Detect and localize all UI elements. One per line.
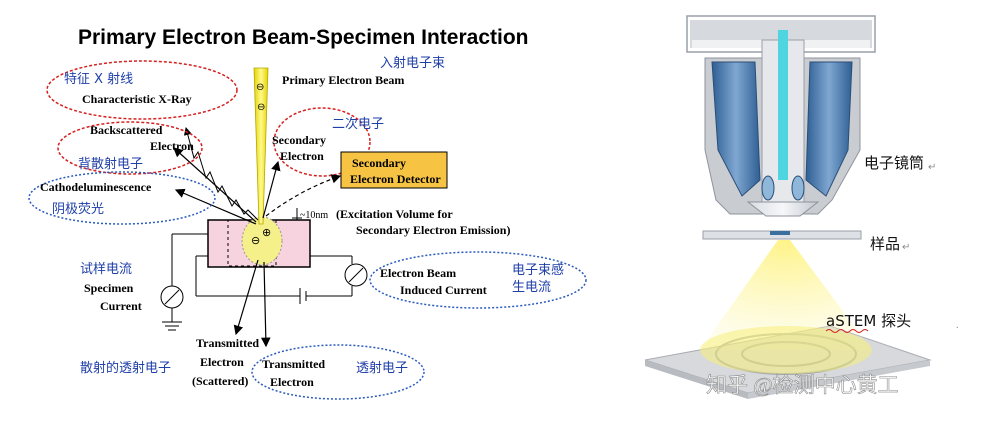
minus-charge: ⊖ xyxy=(251,235,260,247)
backscattered-en-1: Backscattered xyxy=(90,123,163,137)
specimen-current-cn: 试样电流 xyxy=(80,262,132,277)
cathodo-cn: 阴极荧光 xyxy=(52,202,104,217)
transmitted-scattered-3: (Scattered) xyxy=(192,374,248,388)
interaction-volume xyxy=(241,216,283,266)
cathodo-arrow xyxy=(174,188,257,225)
sample xyxy=(702,230,862,240)
primary-beam: ⊖ ⊖ xyxy=(253,67,269,225)
xray-ellipse xyxy=(46,60,238,120)
excitation-label-2: Secondary Electron Emission) xyxy=(356,223,510,237)
detector-label-1: Secondary xyxy=(352,156,406,170)
secondary-en-1: Secondary xyxy=(272,133,326,147)
secondary-ellipse xyxy=(273,107,371,177)
excitation-label-1: (Excitation Volume for xyxy=(336,207,453,221)
xray-en: Characteristic X-Ray xyxy=(82,92,192,106)
electron-column xyxy=(686,15,876,217)
cathodo-en: Cathodeluminescence xyxy=(40,180,152,194)
secondary-en-2: Electron xyxy=(280,149,324,163)
ebic-en-1: Electron Beam xyxy=(380,266,456,280)
backscattered-cn: 背散射电子 xyxy=(78,156,143,172)
ebic-cn-1: 电子束感 xyxy=(512,262,564,278)
scattered-transmitted-cn: 散射的透射电子 xyxy=(80,360,171,376)
transmitted-scattered-1: Transmitted xyxy=(196,336,259,350)
detector-box xyxy=(340,151,448,189)
specimen-block: ⊖ ⊕ xyxy=(207,216,311,268)
xray-path xyxy=(183,127,259,221)
ebic-cn-2: 生电流 xyxy=(512,280,551,295)
transmitted-cn: 透射电子 xyxy=(356,360,408,376)
backscattered-ellipse xyxy=(57,121,203,175)
transmitted-scattered-arrow xyxy=(233,259,259,336)
secondary-arrow xyxy=(262,160,281,219)
ebic-ellipse xyxy=(369,251,587,309)
transmitted-arrow xyxy=(261,261,271,348)
spellcheck-underline xyxy=(825,329,869,333)
transmitted-en-1: Transmitted xyxy=(262,357,325,371)
sample-label: 样品 xyxy=(870,235,900,253)
svg-text:.: . xyxy=(956,320,959,331)
transmitted-scattered-2: Electron xyxy=(200,355,244,369)
primary-beam-label: Primary Electron Beam xyxy=(282,73,404,87)
cathodo-ellipse xyxy=(28,171,216,225)
svg-text:⊖: ⊖ xyxy=(256,82,264,93)
specimen-circuit xyxy=(160,233,208,331)
depth-label: ~10nm xyxy=(300,210,328,221)
detector-label-2: Electron Detector xyxy=(350,172,441,186)
ebic-en-2: Induced Current xyxy=(400,283,487,297)
xray-cn: 特征 X 射线 xyxy=(64,71,133,87)
specimen-current-2: Current xyxy=(100,299,142,313)
astem-detector xyxy=(644,240,932,399)
transmitted-ellipse xyxy=(251,344,425,400)
transmitted-en-2: Electron xyxy=(270,375,314,389)
svg-text:↵: ↵ xyxy=(902,242,910,253)
electron-cone xyxy=(700,240,872,350)
backscattered-arrow xyxy=(173,147,257,223)
detector-label: aSTEM 探头 xyxy=(826,312,911,330)
secondary-cn: 二次电子 xyxy=(332,116,384,132)
backscattered-en-2: Electron xyxy=(150,139,194,153)
svg-text:⊖: ⊖ xyxy=(257,102,265,113)
incident-beam-cn: 入射电子束 xyxy=(380,55,445,71)
specimen-current-1: Specimen xyxy=(84,281,134,295)
diagram-title: Primary Electron Beam-Specimen Interacti… xyxy=(78,26,529,49)
ebic-circuit xyxy=(195,255,368,304)
column-return-mark: ↵ xyxy=(928,162,936,173)
watermark: 知乎 @检测中心黄工 xyxy=(706,373,899,397)
detector-arrow xyxy=(265,174,342,217)
plus-charge: ⊕ xyxy=(262,227,271,239)
column-label: 电子镜筒 xyxy=(864,154,924,172)
